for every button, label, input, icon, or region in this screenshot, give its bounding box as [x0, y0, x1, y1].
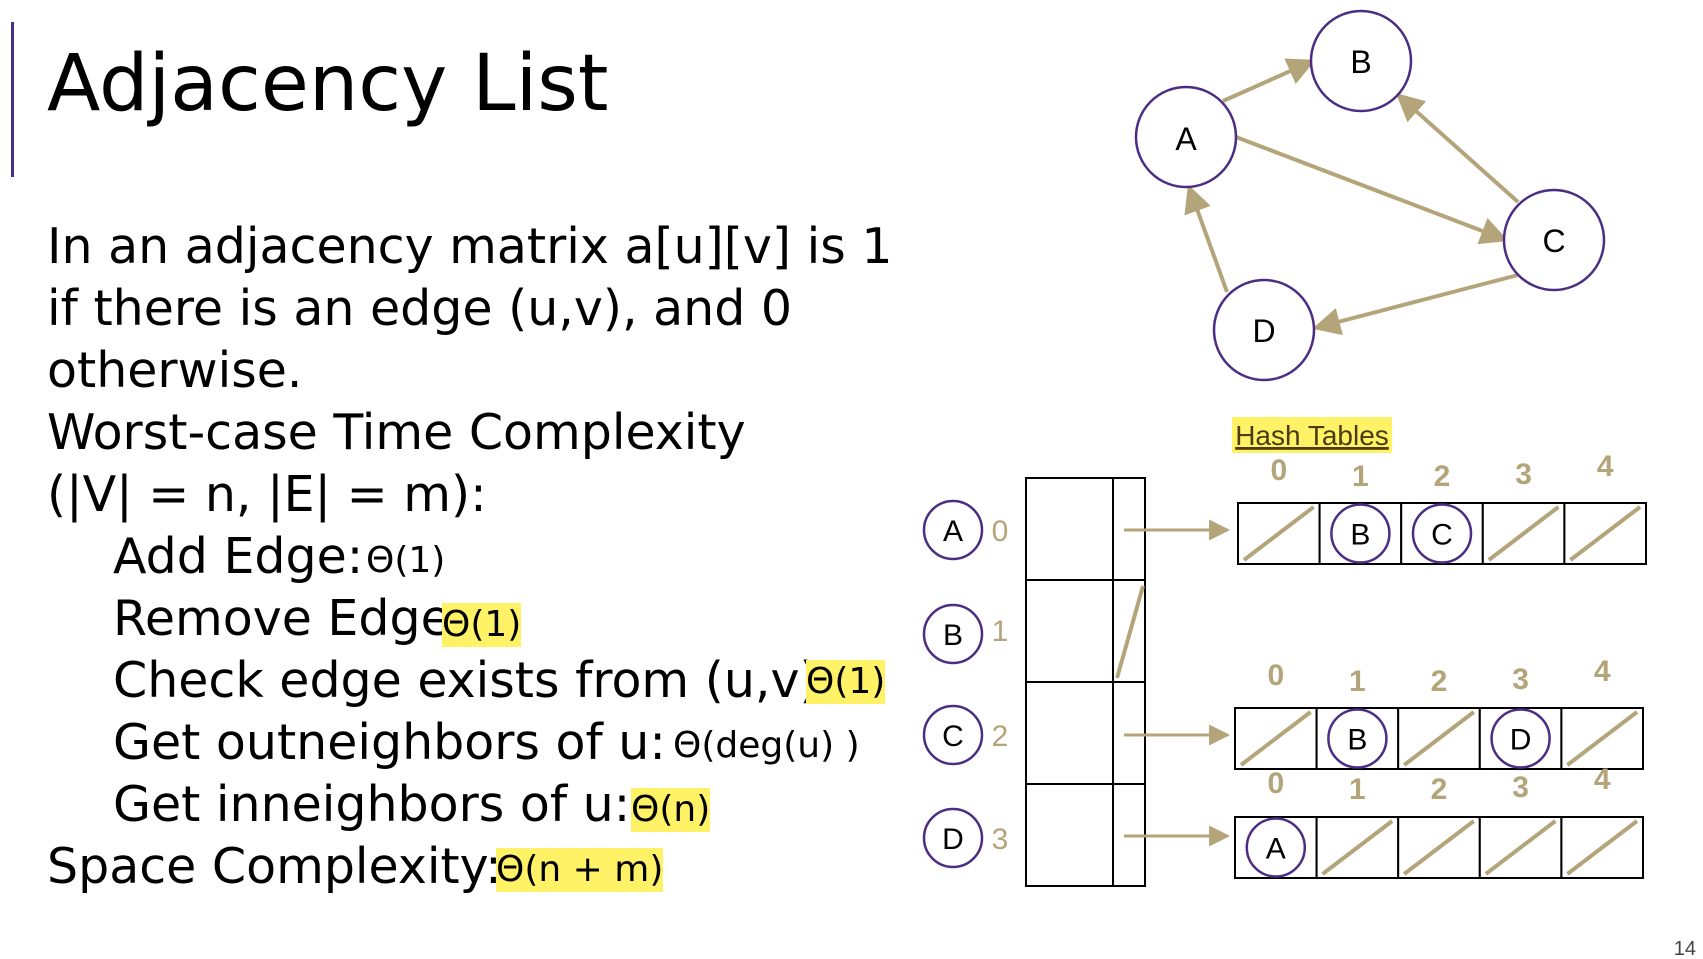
space-complexity-label: Space Complexity:	[47, 838, 502, 895]
graph-node-d: D	[1212, 278, 1316, 382]
bucket-table-d-index-4: 4	[1594, 763, 1611, 796]
bucket-table-c-entry-circle-1	[1327, 708, 1388, 769]
array-index-3: 3	[992, 823, 1009, 856]
array-node-c: C	[922, 704, 984, 766]
bucket-table-a-entry-2: C	[1431, 519, 1453, 552]
bucket-table-c-null-2	[1402, 710, 1476, 767]
bucket-table-c-null-4	[1566, 710, 1639, 767]
bucket-table-a-null-3	[1487, 505, 1560, 562]
bucket-table-c-index-1: 1	[1349, 665, 1366, 698]
bucket-table-c-index-0: 0	[1267, 659, 1284, 692]
bucket-table-d-index-1: 1	[1349, 773, 1366, 806]
array-node-d-label: D	[942, 823, 964, 856]
bucket-table-d-index-3: 3	[1512, 771, 1529, 804]
bucket-table-c-null-0	[1239, 710, 1312, 767]
bucket-table-a-entry-circle-1	[1330, 503, 1391, 564]
array-node-d: D	[922, 807, 984, 869]
edge-c-d	[1312, 273, 1519, 336]
bucket-table-a-index-2: 2	[1434, 460, 1451, 493]
graph-node-a-label: A	[1175, 121, 1197, 157]
inneighbors-answer: Θ(n)	[631, 788, 711, 832]
edge-d-a	[1184, 184, 1229, 293]
bucket-table-d-null-3	[1484, 819, 1557, 876]
add-edge-label: Add Edge:	[113, 528, 364, 585]
bucket-table-d: 0A 1 2 3 4	[1234, 763, 1645, 879]
bucket-table-d-null-1	[1321, 819, 1394, 876]
bucket-table-a-entry-circle-2	[1411, 503, 1473, 564]
edge-a-b	[1222, 58, 1316, 103]
remove-edge-answer: Θ(1)	[442, 603, 522, 647]
outneighbors-label: Get outneighbors of u:	[113, 714, 666, 771]
array-index-1: 1	[992, 615, 1009, 648]
bucket-table-d-entry-circle-0	[1245, 817, 1307, 878]
bucket-table-c-entry-3: D	[1510, 724, 1532, 757]
array-node-a: A	[922, 499, 984, 561]
bucket-table-a-index-4: 4	[1597, 450, 1614, 483]
text-line-5: (|V| = n, |E| = m):	[47, 466, 487, 523]
outneighbors-answer: Θ(deg(u) )	[673, 725, 860, 766]
edge-a-c	[1235, 135, 1509, 245]
remove-edge-label: Remove Edge:	[113, 590, 468, 647]
check-edge-label: Check edge exists from (u,v):	[113, 652, 836, 709]
array-node-b: B	[922, 603, 984, 665]
bucket-table-a-index-0: 0	[1270, 454, 1287, 487]
bucket-table-c-entry-circle-3	[1490, 708, 1551, 769]
edge-c-b	[1395, 93, 1520, 204]
bucket-table-a-entry-1: B	[1350, 519, 1370, 552]
add-edge-answer: Θ(1)	[366, 540, 446, 581]
bucket-table-d-index-0: 0	[1267, 767, 1284, 800]
bucket-table-c-entry-1: B	[1347, 724, 1367, 757]
slide-title: Adjacency List	[47, 39, 609, 129]
bucket-table-d-null-4	[1566, 819, 1639, 876]
array-index-0: 0	[992, 515, 1009, 548]
bucket-table-d-entry-0: A	[1266, 833, 1286, 866]
array-index-2: 2	[992, 720, 1009, 753]
graph-node-c: C	[1502, 188, 1606, 292]
bucket-table-a-null-4	[1569, 505, 1642, 562]
hash-tables-link[interactable]: Hash Tables	[1235, 420, 1389, 451]
vertex-array	[1025, 477, 1146, 887]
inneighbors-label: Get inneighbors of u:	[113, 776, 631, 833]
bucket-table-d-index-2: 2	[1431, 773, 1448, 806]
array-node-a-label: A	[943, 515, 963, 548]
text-line-2: if there is an edge (u,v), and 0	[47, 280, 793, 337]
bucket-table-a: 0 1B 2C 3 4	[1237, 450, 1648, 565]
bucket-table-a-index-1: 1	[1352, 460, 1369, 493]
bucket-table-c-index-3: 3	[1512, 663, 1529, 696]
bucket-table-c-index-4: 4	[1594, 655, 1611, 688]
array-node-b-label: B	[943, 619, 963, 652]
graph-node-b-label: B	[1350, 44, 1371, 80]
check-edge-answer: Θ(1)	[806, 660, 886, 704]
array-node-c-label: C	[942, 720, 964, 753]
page-number: 14	[1674, 938, 1696, 959]
accent-bar	[11, 22, 14, 177]
graph-node-d-label: D	[1252, 313, 1275, 349]
bucket-table-d-null-2	[1402, 819, 1476, 876]
bucket-table-a-index-3: 3	[1515, 458, 1532, 491]
graph-node-a: A	[1134, 85, 1238, 189]
bucket-table-c-index-2: 2	[1431, 665, 1448, 698]
space-complexity-answer: Θ(n + m)	[496, 848, 664, 892]
bucket-table-a-null-0	[1242, 505, 1315, 562]
text-line-3: otherwise.	[47, 342, 303, 399]
graph-node-b: B	[1309, 9, 1413, 113]
text-line-1: In an adjacency matrix a[u][v] is 1	[47, 218, 893, 275]
graph-node-c-label: C	[1542, 223, 1565, 259]
bucket-table-c: 0 1B 2 3D 4	[1234, 655, 1645, 770]
text-line-4: Worst-case Time Complexity	[47, 404, 746, 461]
